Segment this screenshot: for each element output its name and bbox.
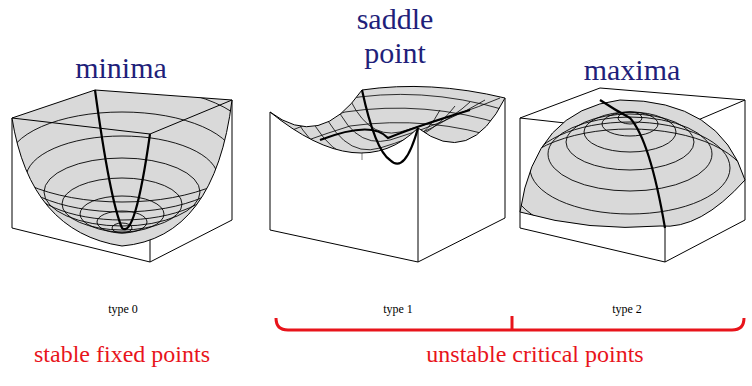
type-label: type 0 [88,302,158,316]
heading-label: minima [41,50,201,85]
maximum-surface [512,88,748,262]
heading-label: maxima [552,52,712,87]
stability-label: stable fixed points [2,340,242,368]
saddle-surface [270,86,505,262]
type-label: type 1 [363,302,433,316]
red-bracket [276,316,744,330]
stability-label: unstable critical points [385,340,685,368]
type-label: type 2 [592,302,662,316]
heading-label: saddle point [335,2,455,70]
minimum-surface [0,86,254,262]
